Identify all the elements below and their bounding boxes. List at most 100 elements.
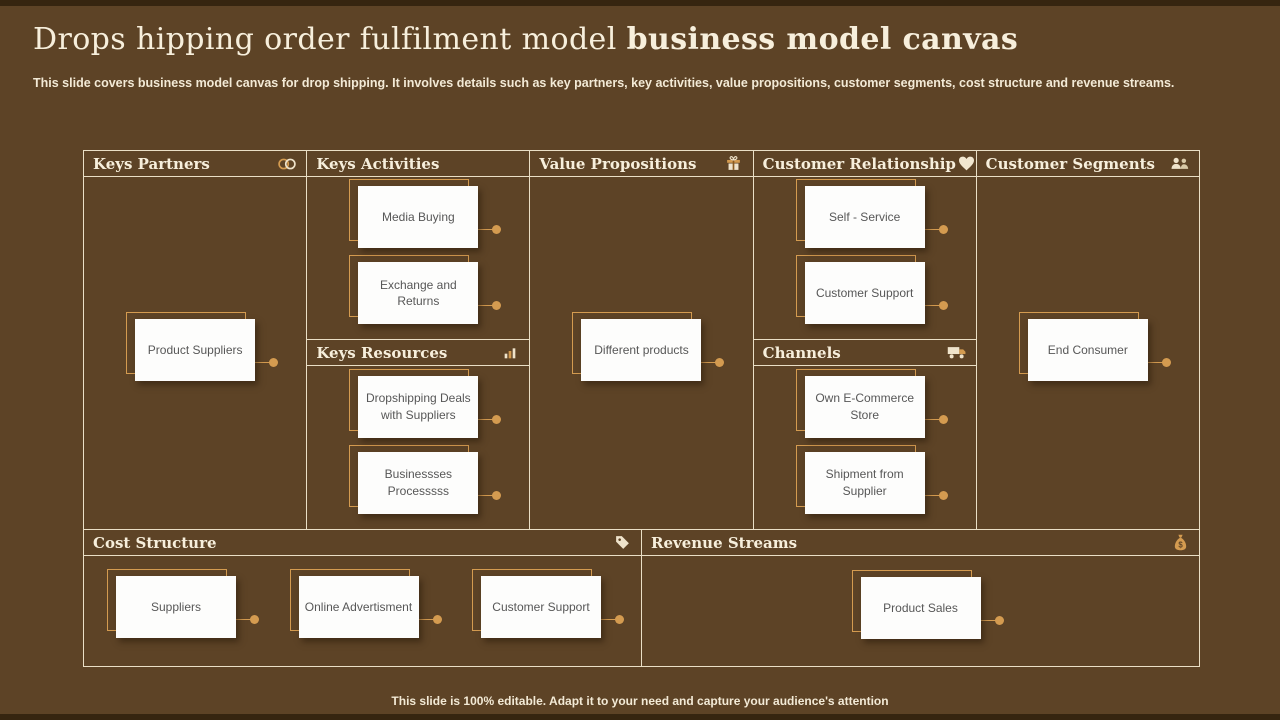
canvas-card: Online Advertisment	[289, 569, 442, 638]
section-header: Customer Segments	[976, 151, 1199, 177]
card-connector-line	[924, 229, 941, 230]
section-customer-relationship: Customer Relationship Self - Service	[753, 151, 978, 340]
truck-icon	[946, 343, 968, 363]
card-connector-line	[980, 620, 997, 621]
card-connector-line	[924, 305, 941, 306]
section-revenue-streams: Revenue Streams $ Product Sales	[642, 530, 1199, 666]
card-connector-dot	[938, 225, 948, 234]
card-connector-dot	[250, 615, 259, 624]
card-label: End Consumer	[1027, 319, 1148, 381]
section-body: Suppliers Online Advertisment Customer S…	[84, 556, 641, 666]
card-connector-dot	[715, 358, 725, 367]
card-connector-line	[924, 418, 941, 420]
section-body: Dropshipping Deals with Suppliers Busine…	[307, 366, 529, 529]
card-connector-dot	[615, 615, 624, 624]
section-body: Product Suppliers	[84, 177, 306, 529]
card-label: Product Suppliers	[135, 319, 256, 381]
card-connector-dot	[492, 490, 502, 500]
page-title-regular: Drops hipping order fulfilment model	[33, 22, 627, 57]
card-connector-line	[924, 494, 941, 496]
section-body: Self - Service Customer Support	[754, 177, 976, 339]
card-label: Media Buying	[358, 186, 479, 248]
section-body: Product Sales	[642, 556, 1199, 666]
page-title: Drops hipping order fulfilment model bus…	[33, 22, 1018, 57]
link-icon	[276, 154, 298, 174]
section-header: Value Propositions	[530, 151, 753, 177]
section-header: Channels	[753, 340, 976, 366]
card-label: Businessses Processsss	[358, 451, 479, 514]
card-connector-dot	[492, 301, 502, 310]
page-title-bold: business model canvas	[626, 22, 1019, 57]
card-connector-dot	[432, 615, 442, 624]
section-body: Media Buying Exchange and Returns	[307, 177, 529, 339]
card-label: Shipment from Supplier	[804, 451, 925, 514]
section-title: Customer Segments	[985, 154, 1155, 173]
card-connector-dot	[1161, 358, 1171, 367]
bar-chart-icon	[499, 343, 521, 363]
canvas-bottom-row: Cost Structure Suppliers	[84, 529, 1199, 666]
canvas-card: Customer Support	[795, 255, 948, 324]
slide-top-edge	[0, 0, 1280, 6]
section-header: Keys Resources	[307, 340, 530, 366]
card-label: Product Sales	[860, 577, 981, 639]
card-connector-line	[478, 418, 495, 420]
section-keys-resources: Keys Resources Dropshipping Deals with S…	[307, 340, 530, 529]
card-connector-dot	[269, 358, 279, 367]
canvas-card: Media Buying	[349, 179, 502, 248]
canvas-card: Dropshipping Deals with Suppliers	[349, 368, 502, 438]
canvas-card: Product Sales	[851, 570, 1004, 639]
card-label: Self - Service	[804, 186, 925, 248]
canvas-card: Product Suppliers	[126, 312, 279, 381]
canvas-card: Own E-Commerce Store	[795, 368, 948, 438]
section-header: Keys Activities	[307, 151, 530, 177]
section-title: Keys Partners	[93, 154, 210, 173]
card-connector-line	[236, 619, 252, 620]
canvas-card: Exchange and Returns	[349, 255, 502, 324]
section-title: Keys Resources	[316, 343, 448, 362]
gift-icon	[723, 154, 745, 174]
card-label: Suppliers	[116, 576, 236, 638]
section-keys-activities: Keys Activities Media Buying	[307, 151, 530, 340]
heart-icon	[956, 154, 978, 174]
section-header: Revenue Streams $	[642, 530, 1199, 556]
canvas-card: Shipment from Supplier	[795, 444, 948, 514]
svg-text:$: $	[1178, 540, 1183, 549]
section-header: Keys Partners	[84, 151, 307, 177]
card-connector-dot	[938, 414, 948, 424]
section-header: Cost Structure	[84, 530, 641, 556]
card-label: Different products	[581, 319, 702, 381]
card-label: Own E-Commerce Store	[804, 375, 925, 438]
section-title: Cost Structure	[93, 533, 217, 552]
card-connector-dot	[492, 414, 502, 424]
card-label: Customer Support	[804, 262, 925, 324]
card-label: Exchange and Returns	[358, 262, 479, 324]
section-cost-structure: Cost Structure Suppliers	[84, 530, 642, 666]
card-connector-dot	[938, 490, 948, 500]
section-body: Own E-Commerce Store Shipment from Suppl…	[754, 366, 976, 529]
section-title: Revenue Streams	[651, 533, 798, 552]
canvas-card: Suppliers	[107, 569, 259, 638]
people-icon	[1169, 154, 1191, 174]
business-model-canvas: Keys Partners Product Suppliers	[83, 150, 1200, 667]
section-customer-segments: Customer Segments End Consumer	[976, 151, 1199, 529]
canvas-top-row: Keys Partners Product Suppliers	[84, 151, 1199, 529]
column-activities-resources: Keys Activities Media Buying	[307, 151, 531, 529]
card-connector-line	[601, 619, 617, 620]
column-relationship-channels: Customer Relationship Self - Service	[753, 151, 978, 529]
section-title: Value Propositions	[539, 154, 697, 173]
section-title: Keys Activities	[316, 154, 440, 173]
card-connector-line	[418, 619, 435, 620]
card-label: Online Advertisment	[298, 576, 419, 638]
card-connector-line	[255, 362, 272, 363]
section-keys-partners: Keys Partners Product Suppliers	[84, 151, 308, 529]
canvas-card: Self - Service	[795, 179, 948, 248]
page-subtitle: This slide covers business model canvas …	[33, 76, 1175, 90]
section-header: Customer Relationship	[753, 151, 978, 177]
footer-note: This slide is 100% editable. Adapt it to…	[391, 694, 889, 708]
money-bag-icon: $	[1169, 533, 1191, 553]
canvas-card: Different products	[572, 312, 725, 381]
section-body: End Consumer	[977, 177, 1199, 529]
slide-bottom-edge	[0, 714, 1280, 720]
section-body: Different products	[530, 177, 752, 529]
section-title: Channels	[762, 343, 841, 362]
